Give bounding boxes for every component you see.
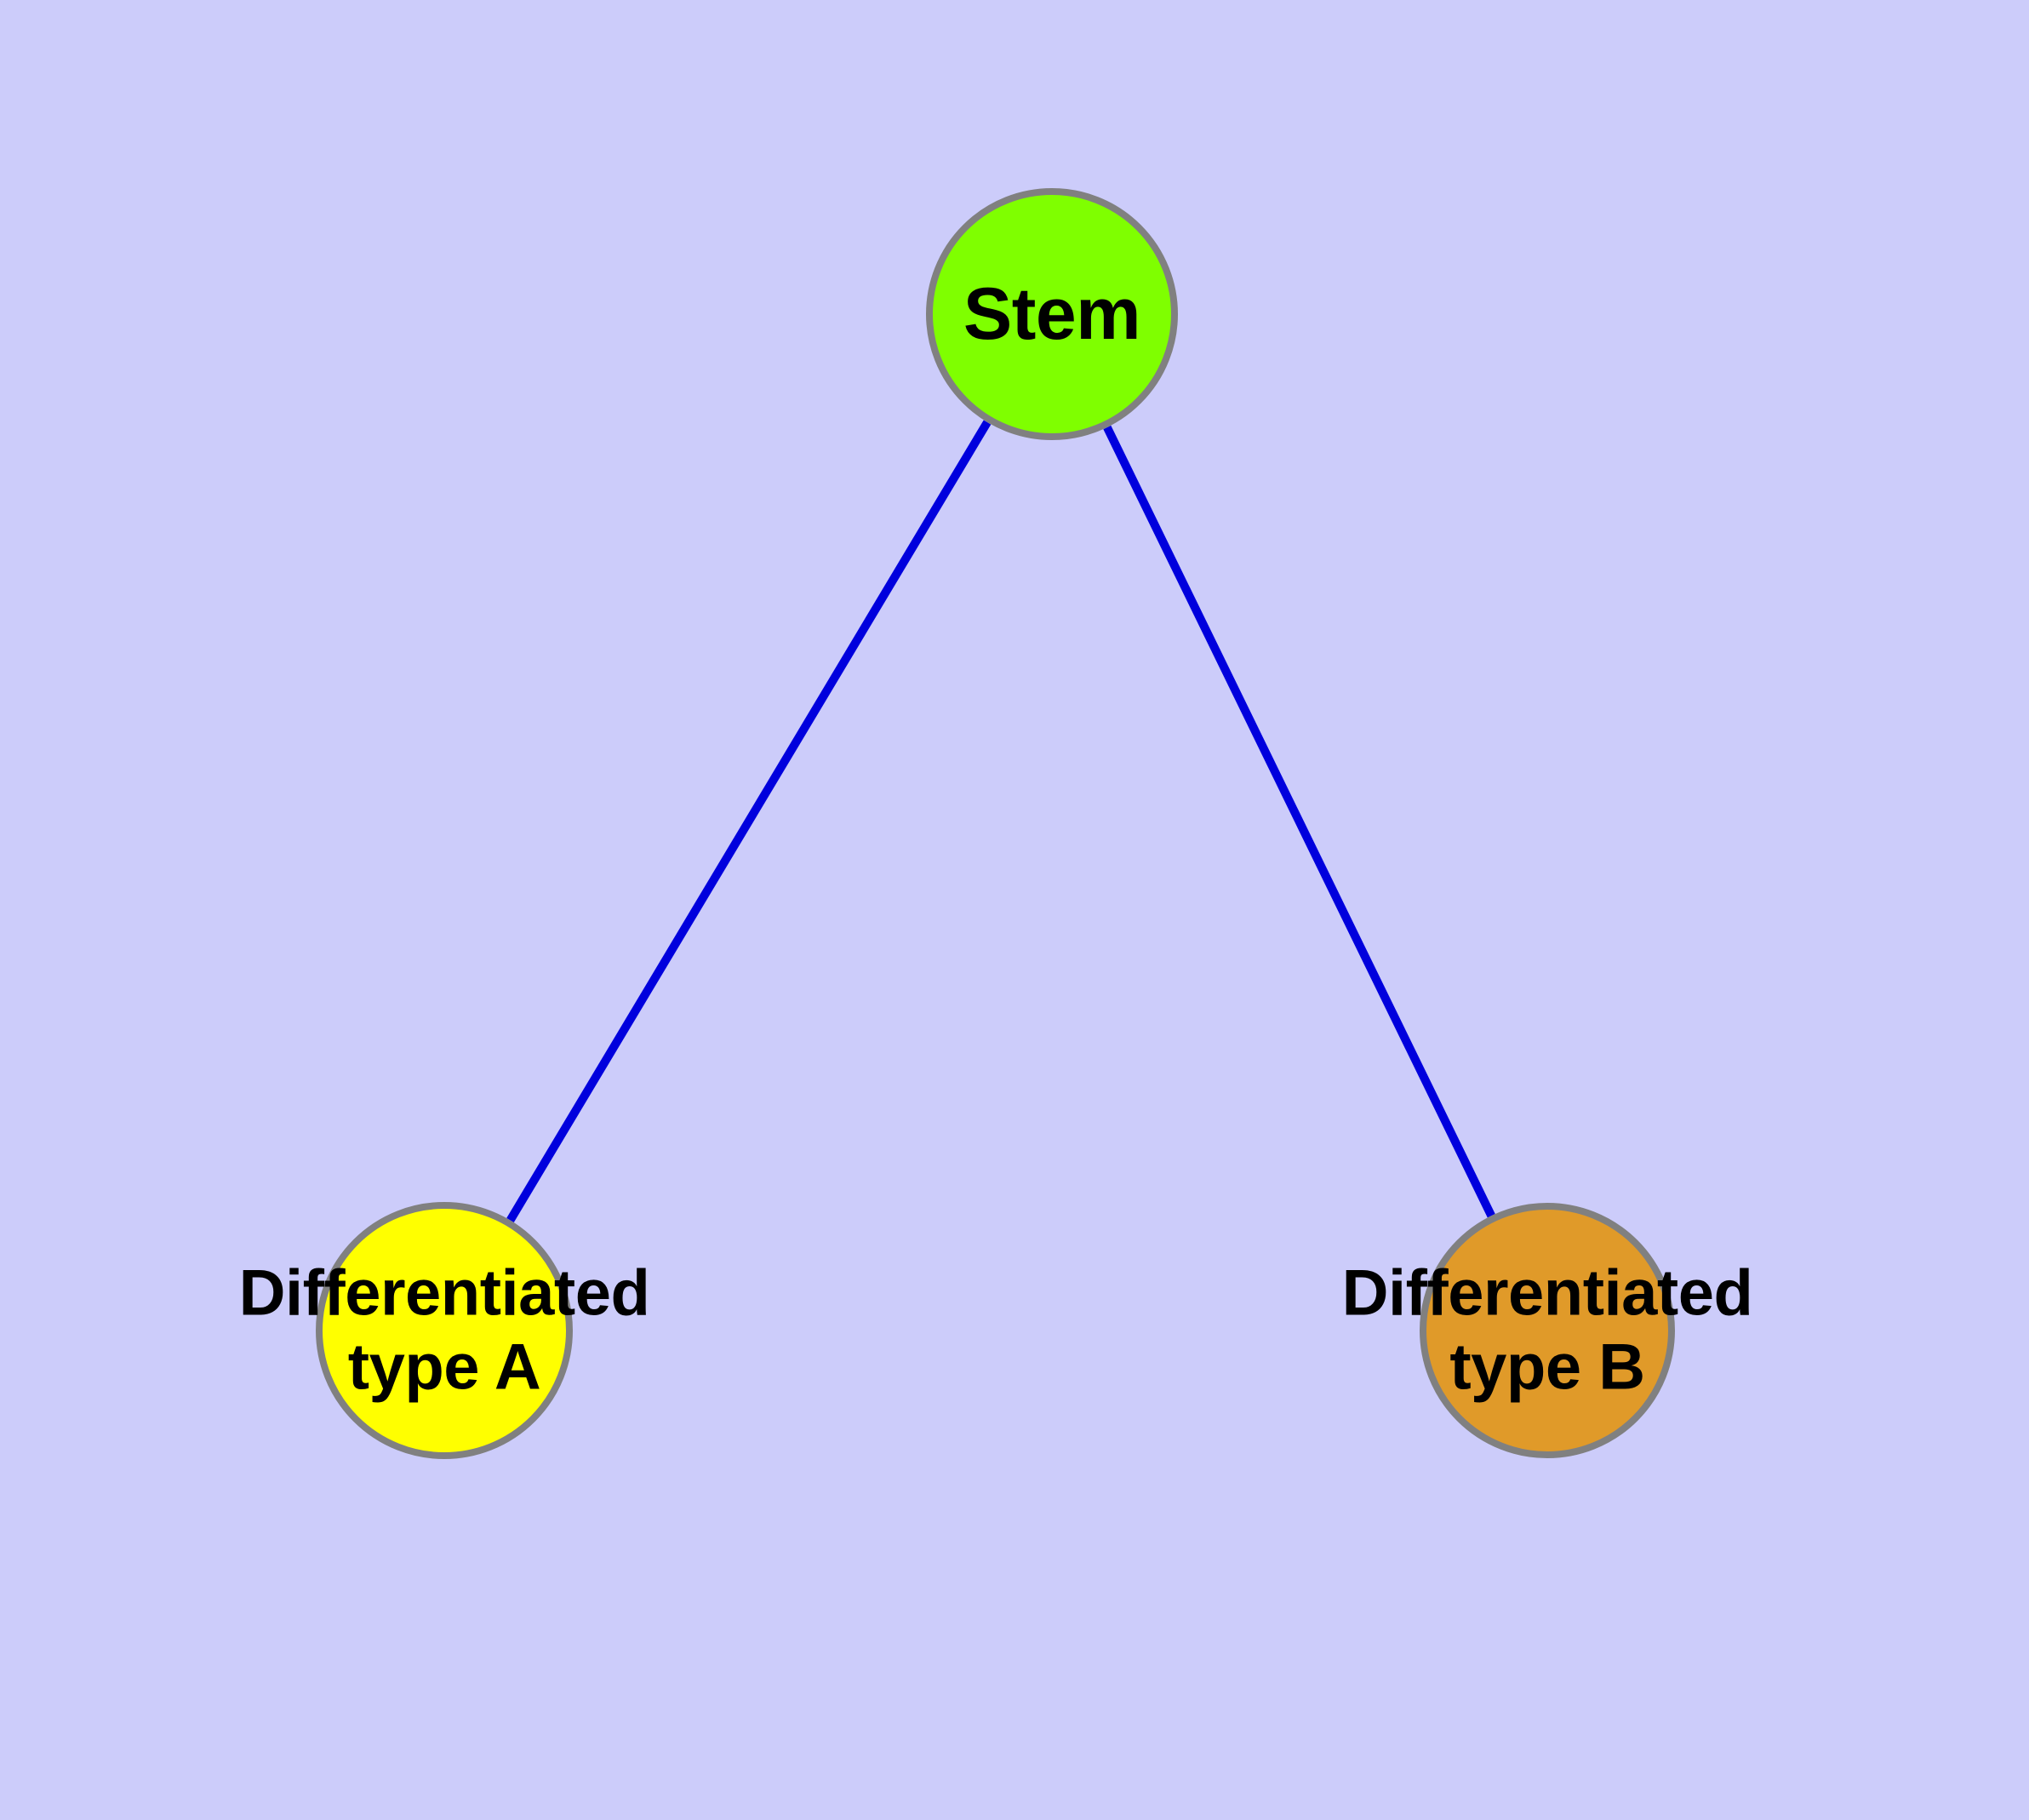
- node-group: [316, 188, 1675, 1459]
- graph-edge[interactable]: [506, 420, 992, 1222]
- graph-node-diff_b[interactable]: [1420, 1203, 1675, 1458]
- graph-node-stem[interactable]: [926, 188, 1178, 440]
- graph-edge[interactable]: [1103, 425, 1495, 1218]
- edge-group: [506, 420, 1495, 1222]
- graph-node-diff_a[interactable]: [316, 1202, 573, 1459]
